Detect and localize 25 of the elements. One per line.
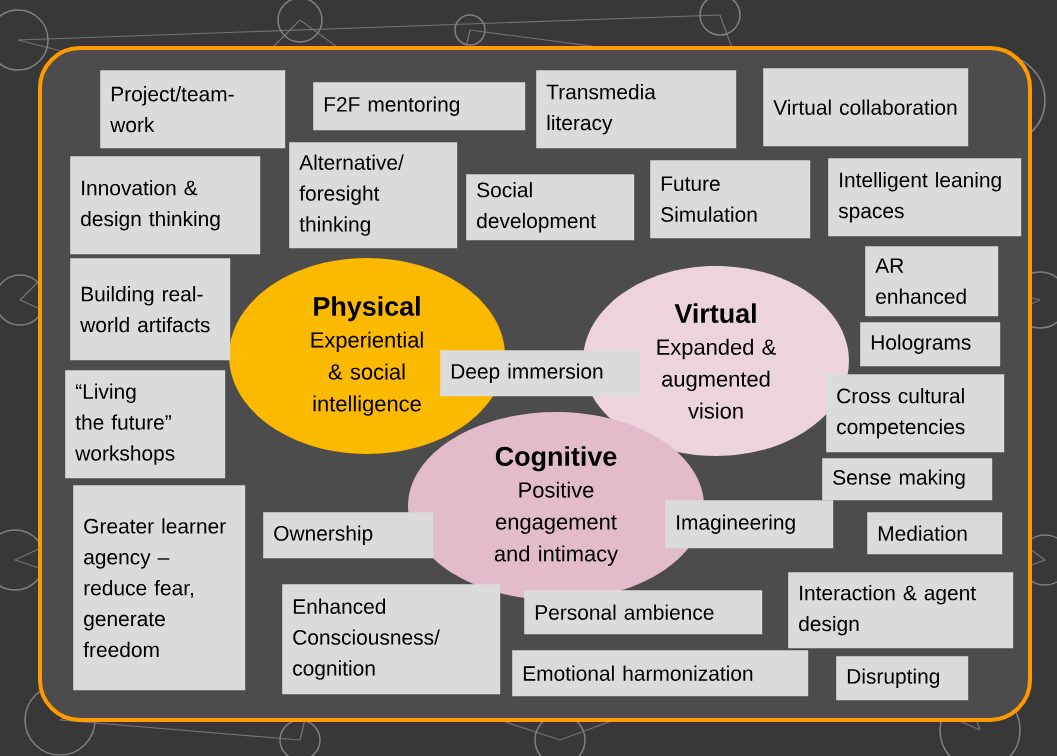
label-box: Virtual collaboration xyxy=(763,68,969,147)
label-box: Enhanced Consciousness/ cognition xyxy=(282,584,501,695)
label-box: Social development xyxy=(466,174,635,241)
label-box: Personal ambience xyxy=(524,590,763,635)
label-box: AR enhanced xyxy=(865,246,999,317)
label-box: Future Simulation xyxy=(650,160,811,239)
label-box: Cross cultural competencies xyxy=(826,374,1005,453)
label-box: Mediation xyxy=(867,512,1003,555)
label-box: Building real-world artifacts xyxy=(70,258,231,361)
label-box: Alternative/ foresight thinking xyxy=(289,142,458,249)
label-box: Greater learner agency – reduce fear, generate freedom xyxy=(73,485,246,691)
label-box: Disrupting xyxy=(836,656,969,701)
label-box: Intelligent leaning spaces xyxy=(828,158,1022,237)
label-box: Emotional harmonization xyxy=(512,650,809,697)
label-box: Interaction & agent design xyxy=(788,572,1014,649)
label-box: “Living the future” workshops xyxy=(65,370,226,479)
label-box: Innovation & design thinking xyxy=(70,156,261,255)
label-box: Imagineering xyxy=(665,500,834,549)
label-box: Ownership xyxy=(263,512,434,559)
label-box: Deep immersion xyxy=(440,350,641,397)
label-box: Transmedia literacy xyxy=(536,70,737,149)
label-box: Holograms xyxy=(860,322,1001,367)
label-box: Project/team-work xyxy=(100,70,286,149)
label-box: F2F mentoring xyxy=(313,82,526,131)
label-box: Sense making xyxy=(822,458,993,501)
